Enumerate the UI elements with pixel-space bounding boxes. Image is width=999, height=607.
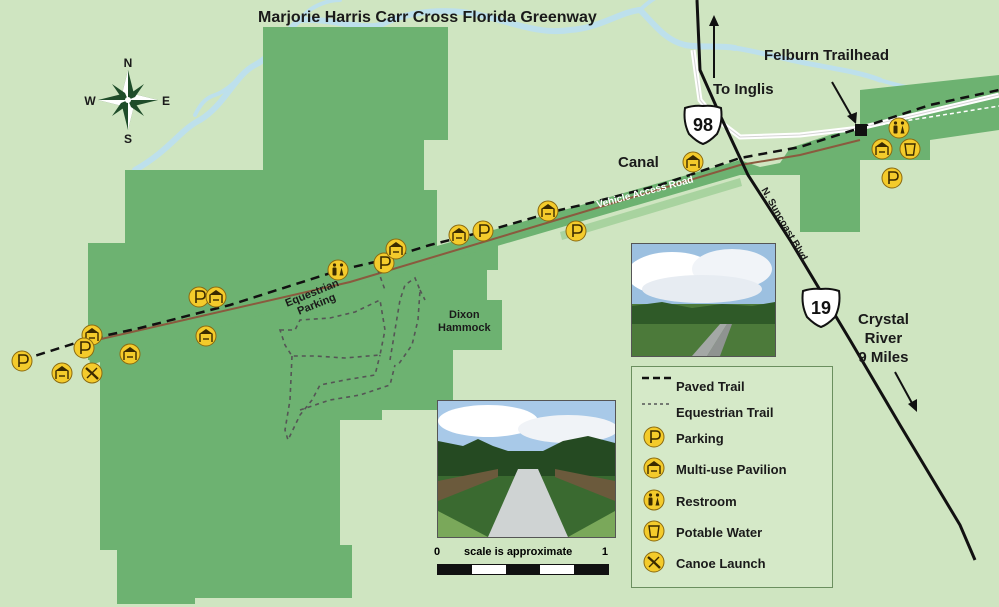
trailhead-arrow: [831, 81, 857, 124]
legend-item-canoe: Canoe Launch: [642, 550, 766, 576]
compass-n: N: [124, 56, 133, 70]
scale-bar: 0 scale is approximate 1: [434, 546, 610, 582]
legend-item-water: Potable Water: [642, 519, 762, 545]
trail-photo-2: [437, 400, 616, 538]
legend-label: Restroom: [676, 493, 737, 509]
compass-rose: N S E W: [84, 56, 170, 146]
paved-trail-line: [21, 88, 999, 362]
pavilion-icon[interactable]: [682, 151, 704, 173]
us-highway-line: [695, 0, 977, 561]
highway-19-label: 19: [811, 298, 831, 318]
highway-19-shield: 19: [801, 287, 841, 329]
pavilion-icon[interactable]: [385, 238, 407, 260]
legend-label: Equestrian Trail: [676, 404, 774, 420]
restroom-icon: [643, 489, 665, 511]
paved-trail-swatch: [642, 376, 672, 380]
legend-label: Potable Water: [676, 524, 763, 540]
scale-start: 0: [434, 546, 441, 558]
legend-label: Paved Trail: [676, 378, 745, 394]
legend-item-restroom: Restroom: [642, 488, 737, 514]
pavilion-icon[interactable]: [51, 362, 73, 384]
highway-98-shield: 98: [683, 104, 723, 146]
legend-label: Parking: [676, 430, 724, 446]
pavilion-icon: [643, 457, 665, 479]
pavilion-icon[interactable]: [205, 286, 227, 308]
highway-98-label: 98: [693, 115, 713, 135]
compass-e: E: [162, 94, 170, 108]
parking-icon[interactable]: [565, 220, 587, 242]
legend-label: Multi-use Pavilion: [676, 461, 787, 477]
compass-w: W: [84, 94, 96, 108]
canoe-icon: [642, 550, 666, 574]
legend-item-pavilion: Multi-use Pavilion: [642, 456, 787, 482]
legend-label: Canoe Launch: [676, 555, 766, 571]
restroom-icon[interactable]: [327, 259, 349, 281]
canal-line: [87, 139, 861, 343]
parking-icon[interactable]: [472, 220, 494, 242]
southeast-arrow: [894, 371, 917, 412]
crystal-river-label: Crystal River 9 Miles: [858, 311, 909, 366]
scale-end: 1: [601, 546, 608, 558]
dixon-hammock-label: Dixon Hammock: [438, 309, 491, 334]
parking-icon[interactable]: [11, 350, 33, 372]
compass-s: S: [124, 132, 132, 146]
scale-bar-graphic: [437, 564, 609, 575]
pavilion-icon[interactable]: [119, 343, 141, 365]
water-icon[interactable]: [899, 138, 921, 160]
water-icon: [643, 520, 665, 542]
trail-photo-1: [631, 243, 776, 357]
legend-item-paved-trail: Paved Trail: [642, 373, 745, 399]
equestrian-trail-swatch: [642, 403, 672, 405]
pavilion-icon[interactable]: [537, 200, 559, 222]
pavilion-icon[interactable]: [448, 224, 470, 246]
trailhead-path: [859, 105, 999, 129]
trailhead-marker: [855, 124, 867, 136]
canoe-icon[interactable]: [80, 361, 104, 385]
vehicle-access-road: [560, 178, 742, 240]
canal-label: Canal: [618, 154, 659, 171]
map-title: Marjorie Harris Carr Cross Florida Green…: [258, 9, 597, 26]
to-inglis-label: To Inglis: [713, 81, 774, 98]
parking-icon: [643, 426, 665, 448]
felburn-trailhead-label: Felburn Trailhead: [764, 47, 890, 64]
pavilion-icon[interactable]: [871, 138, 893, 160]
restroom-icon[interactable]: [888, 117, 910, 139]
legend-item-equestrian-trail: Equestrian Trail: [642, 399, 774, 425]
pavilion-icon[interactable]: [195, 325, 217, 347]
parking-icon[interactable]: [73, 337, 95, 359]
equestrian-trail-lines: [278, 261, 426, 443]
north-arrow: [709, 15, 719, 78]
parking-icon[interactable]: [881, 167, 903, 189]
scale-caption: scale is approximate: [464, 546, 573, 558]
map-legend: Paved Trail Equestrian Trail Parking Mul…: [631, 366, 833, 588]
legend-item-parking: Parking: [642, 425, 724, 451]
